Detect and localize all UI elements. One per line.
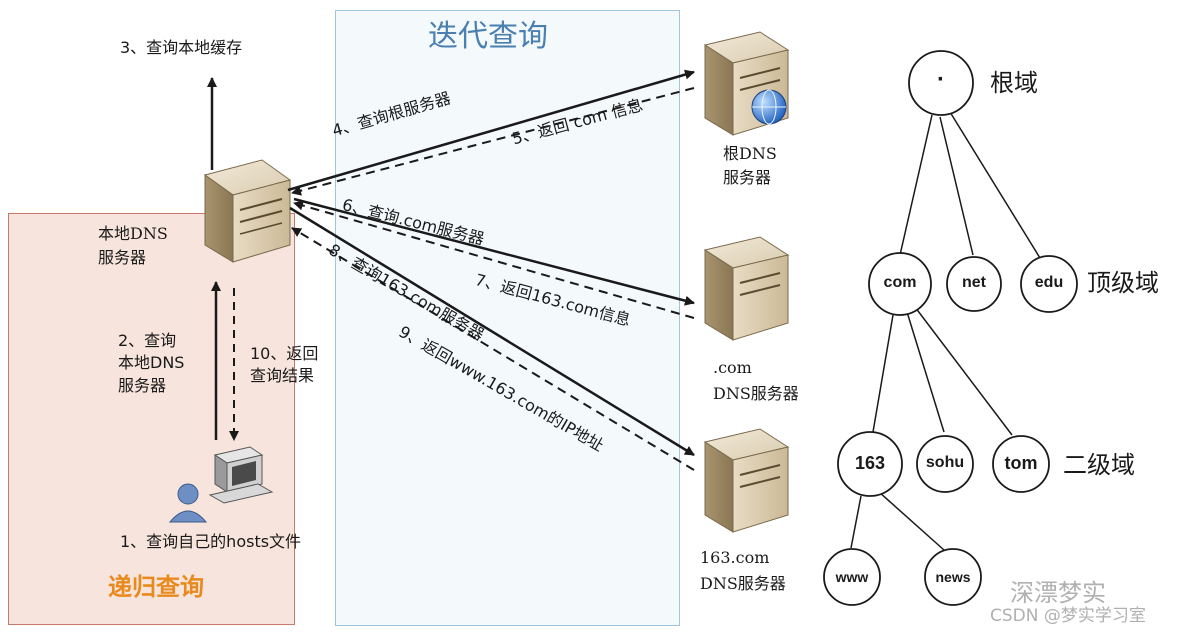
com-dns-server-icon [703, 236, 790, 341]
recursive-query-region [8, 213, 295, 625]
iterative-query-region [335, 10, 680, 626]
tree-node-edu [1020, 255, 1078, 313]
step-10-label: 10、返回 查询结果 [250, 344, 319, 386]
tree-node-sohu [916, 435, 974, 493]
arrow-step6 [293, 197, 695, 306]
level-label-tld: 顶级域 [1087, 269, 1159, 297]
level-label-root: 根域 [990, 69, 1038, 97]
recursive-query-title: 递归查询 [108, 573, 204, 601]
tree-node-163 [837, 431, 903, 497]
step-3-label: 3、查询本地缓存 [120, 38, 243, 57]
tree-node-news [924, 548, 982, 606]
tree-node-sohu-label: sohu [925, 454, 965, 471]
root-dns-server-label: 根DNS 服务器 [723, 144, 777, 187]
tree-node-www-label: www [835, 569, 869, 585]
arrow-step8 [289, 206, 695, 457]
user-icon [168, 483, 208, 523]
tree-node-net [946, 256, 1002, 312]
step-2-label: 2、查询 本地DNS 服务器 [118, 331, 185, 395]
tree-node-net-label: net [962, 274, 986, 291]
level-label-sld: 二级域 [1063, 451, 1135, 479]
root-dns-server-icon [703, 31, 790, 136]
arrow-step7 [293, 200, 695, 319]
com-dns-server-label: .com DNS服务器 [713, 358, 799, 403]
local-dns-server-icon [203, 159, 292, 263]
client-computer-icon [208, 446, 274, 504]
tree-node-com [868, 252, 932, 316]
tree-node-tom [992, 435, 1050, 493]
step-1-label: 1、查询自己的hosts文件 [120, 532, 302, 551]
arrow-step5 [291, 87, 695, 196]
local-dns-server-label: 本地DNS 服务器 [98, 224, 168, 267]
163-dns-server-label: 163.com DNS服务器 [700, 548, 786, 593]
domain-tree-edges [850, 111, 1041, 551]
tree-node-tom-label: tom [1004, 453, 1038, 473]
tree-node-root-label: · [937, 66, 945, 93]
163-dns-server-icon [703, 428, 790, 533]
tree-node-com-label: com [883, 274, 917, 291]
tree-node-163-label: 163 [854, 453, 886, 473]
arrow-step4 [287, 69, 695, 192]
watermark-line2: CSDN @梦实学习室 [990, 606, 1146, 626]
arrow-step9 [291, 227, 695, 471]
tree-node-edu-label: edu [1034, 274, 1064, 291]
iterative-query-title: 迭代查询 [428, 19, 548, 54]
tree-node-www [823, 548, 881, 606]
tree-node-news-label: news [935, 569, 971, 585]
tree-node-root [908, 50, 974, 116]
watermark-line1: 深漂梦实 [1010, 579, 1106, 607]
